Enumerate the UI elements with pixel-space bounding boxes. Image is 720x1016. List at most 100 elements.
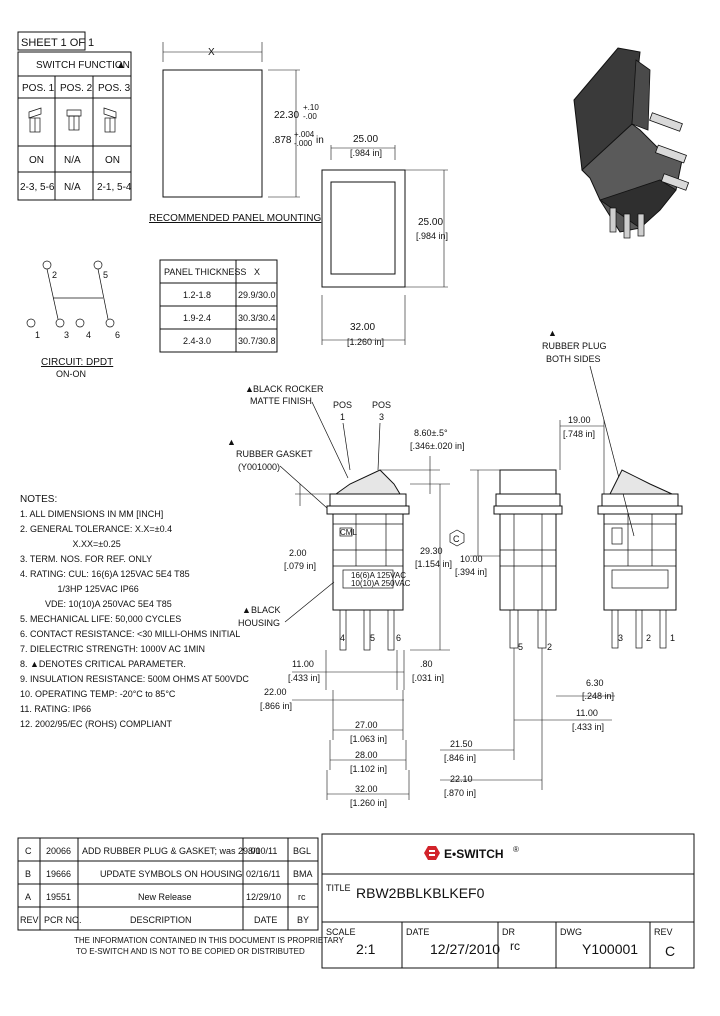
contacts-1: 2-3, 5-6 bbox=[20, 182, 55, 193]
pin-label-3: 3 bbox=[64, 330, 69, 340]
callout-rubber-gasket: RUBBER GASKET bbox=[236, 449, 313, 459]
rev-header-rev: REV bbox=[20, 915, 39, 925]
panel-table-header-thickness: PANEL THICKNESS bbox=[164, 267, 246, 277]
dim-2210-in: [.870 in] bbox=[444, 788, 476, 798]
note-line-2: 2. GENERAL TOLERANCE: X.X=±0.4 bbox=[20, 524, 172, 534]
rev-row3-rev: A bbox=[25, 892, 31, 902]
pin-front-6: 6 bbox=[396, 633, 401, 643]
pin-label-5: 5 bbox=[103, 270, 108, 280]
proprietary-line-2: TO E-SWITCH AND IS NOT TO BE COPIED OR D… bbox=[76, 947, 305, 956]
panel-table-r2c2: 30.3/30.4 bbox=[238, 313, 276, 323]
dr-value: rc bbox=[510, 939, 520, 953]
panel-height-in: .878 bbox=[272, 135, 292, 146]
rocker-pos3-icon bbox=[103, 107, 117, 133]
rev-header-by: BY bbox=[297, 915, 309, 925]
rev-row3-pcr: 19551 bbox=[46, 892, 71, 902]
front-view: 25.00 [.984 in] 25.00 [.984 in] 32.00 [1… bbox=[321, 134, 448, 347]
note-line-8: 5. MECHANICAL LIFE: 50,000 CYCLES bbox=[20, 614, 181, 624]
dim-2200-in: [.866 in] bbox=[260, 701, 292, 711]
panel-cutout: X 22.30 +.10 -.00 .878 +.004 -.000 in RE… bbox=[149, 42, 324, 224]
pin-label-6: 6 bbox=[115, 330, 120, 340]
panel-table-r1c2: 29.9/30.0 bbox=[238, 290, 276, 300]
title-label: TITLE bbox=[326, 883, 351, 893]
rev-row1-date: 8/10/11 bbox=[248, 846, 277, 856]
rev-row2-pcr: 19666 bbox=[46, 869, 71, 879]
callout-black-rocker: BLACK ROCKER bbox=[253, 384, 324, 394]
title-block: E•SWITCH ® TITLE RBW2BBLKBLKEF0 SCALE 2:… bbox=[321, 833, 695, 969]
callout-gasket-icon: ▲ bbox=[227, 437, 236, 447]
callout-black-icon: ▲ bbox=[242, 605, 251, 615]
dim-1900-mm: 19.00 bbox=[568, 415, 591, 425]
dim-3200-mm: 32.00 bbox=[355, 784, 378, 794]
pos-header-2: POS. 2 bbox=[60, 83, 93, 94]
callout-pos3-num: 3 bbox=[379, 412, 384, 422]
front-bezel-mm: 32.00 bbox=[350, 322, 375, 333]
dwg-value: Y100001 bbox=[582, 941, 638, 957]
rocker-pos1-icon bbox=[28, 107, 42, 133]
sheet-label: SHEET 1 OF 1 bbox=[21, 37, 94, 49]
front-rocker-face bbox=[330, 181, 396, 275]
note-line-3: X.XX=±0.25 bbox=[20, 539, 121, 549]
dim-2210-mm: 22.10 bbox=[450, 774, 473, 784]
panel-thickness-table: PANEL THICKNESS X 1.2-1.8 29.9/30.0 1.9-… bbox=[159, 259, 278, 353]
rocker-pos2-icon bbox=[66, 109, 82, 131]
scale-value: 2:1 bbox=[356, 941, 376, 957]
dim-860-in: [.346±.020 in] bbox=[410, 441, 464, 451]
proprietary-line-1: THE INFORMATION CONTAINED IN THIS DOCUME… bbox=[74, 936, 344, 945]
recommended-mounting-label: RECOMMENDED PANEL MOUNTING bbox=[149, 213, 321, 224]
callout-black: BLACK bbox=[251, 605, 281, 615]
dim-200-mm: 2.00 bbox=[289, 548, 307, 558]
dim-080-in: [.031 in] bbox=[412, 673, 444, 683]
note-line-10: 7. DIELECTRIC STRENGTH: 1000V AC 1MIN bbox=[20, 644, 205, 654]
dim-right-1100-in: [.433 in] bbox=[572, 722, 604, 732]
rev-row2-date: 02/16/11 bbox=[246, 869, 280, 879]
pin-front-4: 4 bbox=[340, 633, 345, 643]
dim-2150-mm: 21.50 bbox=[450, 739, 473, 749]
panel-height-in-unit: in bbox=[316, 135, 324, 146]
front-height-in: [.984 in] bbox=[416, 231, 448, 241]
state-1: ON bbox=[29, 155, 44, 166]
end-view: 5 2 10.00 [.394 in] bbox=[455, 469, 563, 790]
rev-row3-date: 12/29/10 bbox=[246, 892, 281, 902]
panel-table-r3c2: 30.7/30.8 bbox=[238, 336, 276, 346]
dim-2200-mm: 22.00 bbox=[264, 687, 287, 697]
state-2: N/A bbox=[64, 155, 81, 166]
callout-gasket-part: (Y001000) bbox=[238, 462, 280, 472]
panel-height-tol-plus: +.10 bbox=[303, 103, 319, 112]
dim-2800-in: [1.102 in] bbox=[350, 764, 387, 774]
pin-end-2: 2 bbox=[547, 642, 552, 652]
dim-2150-in: [.846 in] bbox=[444, 753, 476, 763]
panel-height-tol-minus: -.00 bbox=[303, 112, 317, 121]
notes-title: NOTES: bbox=[20, 494, 57, 505]
panel-table-header-x: X bbox=[254, 267, 260, 277]
critical-marker-icon: ▲ bbox=[116, 60, 126, 71]
rev-row3-by: rc bbox=[298, 892, 306, 902]
note-line-11: 8. ▲DENOTES CRITICAL PARAMETER. bbox=[20, 659, 186, 669]
panel-x-label: X bbox=[208, 47, 215, 58]
callout-pos3-label: POS bbox=[372, 400, 391, 410]
drawing-title: RBW2BBLKBLKEF0 bbox=[356, 885, 485, 901]
dim-1000-in: [.394 in] bbox=[455, 567, 487, 577]
callout-housing: HOUSING bbox=[238, 618, 280, 628]
dim-1100-mm: 11.00 bbox=[292, 659, 314, 669]
notes-block: NOTES: 1. ALL DIMENSIONS IN MM [INCH] 2.… bbox=[20, 494, 249, 729]
note-line-13: 10. OPERATING TEMP: -20°C to 85°C bbox=[20, 689, 176, 699]
callout-matte-finish: MATTE FINISH bbox=[250, 396, 312, 406]
rev-row3-desc: New Release bbox=[138, 892, 192, 902]
front-height-mm: 25.00 bbox=[418, 217, 443, 228]
note-line-14: 11. RATING: IP66 bbox=[20, 704, 91, 714]
rev-header-pcr: PCR NO. bbox=[44, 915, 82, 925]
pos-header-1: POS. 1 bbox=[22, 83, 55, 94]
date-value: 12/27/2010 bbox=[430, 941, 500, 957]
dim-2930-mm: 29.30 bbox=[420, 546, 443, 556]
panel-table-r3c1: 2.4-3.0 bbox=[183, 336, 211, 346]
dr-label: DR bbox=[502, 927, 515, 937]
rev-row1-by: BGL bbox=[293, 846, 311, 856]
dim-2700-in: [1.063 in] bbox=[350, 734, 387, 744]
panel-height-in-tol-plus: +.004 bbox=[294, 130, 315, 139]
isometric-view bbox=[573, 47, 690, 239]
panel-table-r2c1: 1.9-2.4 bbox=[183, 313, 211, 323]
housing-label-cml: CML bbox=[340, 528, 357, 537]
panel-height-mm: 22.30 bbox=[274, 110, 299, 121]
